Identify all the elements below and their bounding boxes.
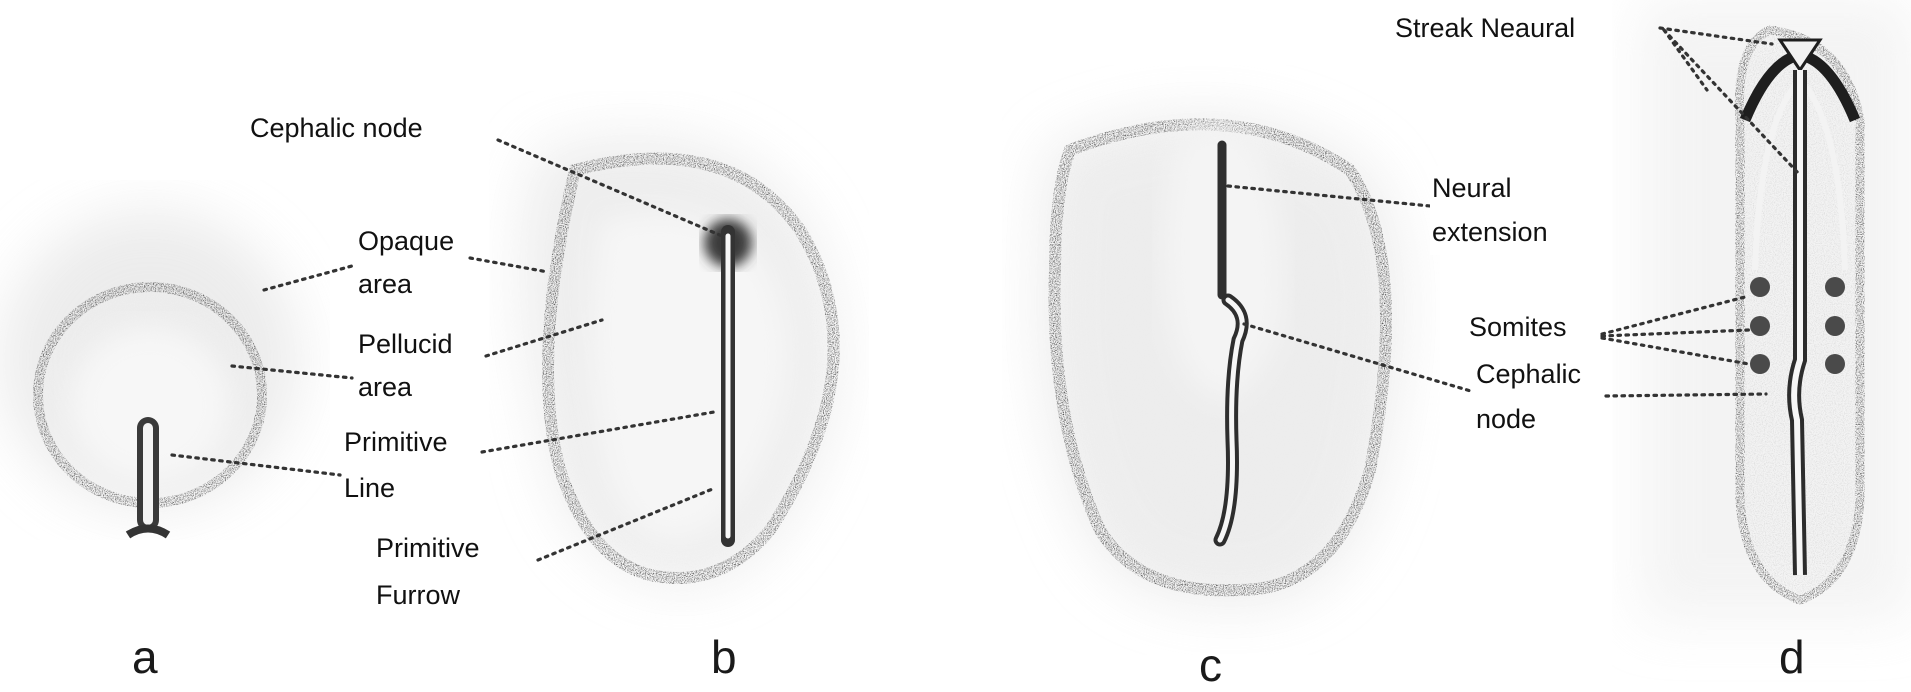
label-somites: Somites — [1467, 305, 1569, 350]
embryo-d — [1640, 0, 1911, 620]
label-cephalic-node-b: Cephalic node — [248, 106, 425, 151]
panel-letter-d: d — [1779, 630, 1805, 684]
panel-letter-b: b — [711, 630, 737, 684]
label-primitive-line-line2: Line — [342, 466, 397, 511]
somite-left-3 — [1750, 354, 1770, 374]
label-streak-neural: Streak Neaural — [1393, 6, 1577, 51]
label-cephalic-node-d-line1: Cephalic — [1474, 352, 1583, 397]
embryo-b — [521, 136, 837, 585]
label-cephalic-node-d-line2: node — [1474, 397, 1538, 442]
embryo-c — [1039, 114, 1403, 605]
label-primitive-line-line1: Primitive — [342, 420, 450, 465]
somite-right-1 — [1825, 277, 1845, 297]
label-opaque-area-line1: Opaque — [356, 219, 456, 264]
leader-cephalic-node-d — [1606, 394, 1766, 396]
label-pellucid-area-line2: area — [356, 365, 414, 410]
label-neural-extension-line1: Neural — [1430, 166, 1514, 211]
label-neural-extension-line2: extension — [1430, 210, 1550, 255]
somite-left-2 — [1750, 316, 1770, 336]
embryo-a — [0, 210, 300, 535]
somite-right-3 — [1825, 354, 1845, 374]
panel-letter-a: a — [132, 630, 158, 684]
somite-right-2 — [1825, 316, 1845, 336]
label-primitive-furrow-line2: Furrow — [374, 573, 462, 618]
label-pellucid-area-line1: Pellucid — [356, 322, 455, 367]
somite-left-1 — [1750, 277, 1770, 297]
label-primitive-furrow-line1: Primitive — [374, 526, 482, 571]
label-opaque-area-line2: area — [356, 262, 414, 307]
